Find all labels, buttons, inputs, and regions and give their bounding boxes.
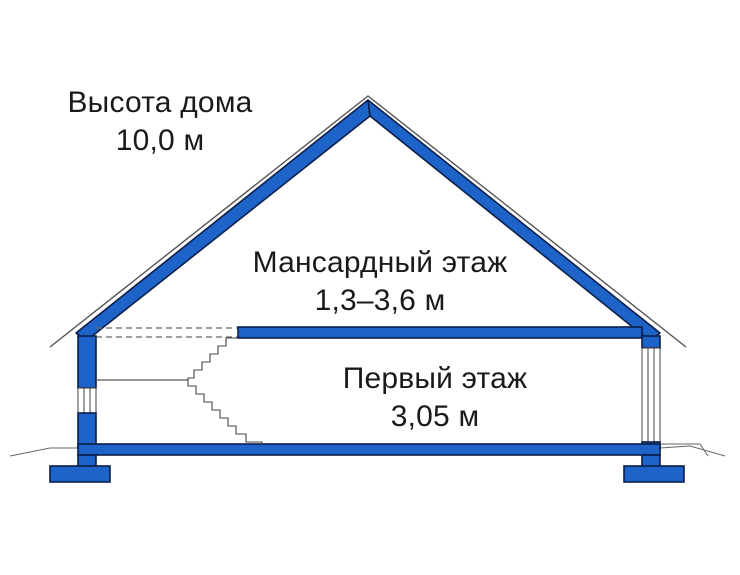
- right-wall-top: [641, 335, 661, 349]
- ground-floor-label: Первый этаж 3,05 м: [315, 360, 555, 436]
- roof-outer-line: [49, 95, 687, 348]
- ground-floor-title: Первый этаж: [342, 362, 528, 395]
- attic-floor-title: Мансардный этаж: [252, 246, 508, 279]
- attic-floor-value: 1,3–3,6 м: [314, 284, 446, 317]
- house-height-value: 10,0 м: [115, 124, 205, 157]
- left-foundation-footing: [49, 465, 111, 483]
- attic-floor-label: Мансардный этаж 1,3–3,6 м: [215, 244, 545, 320]
- ground-floor-slab: [77, 443, 661, 456]
- right-porch-step: [660, 443, 709, 457]
- right-window: [641, 347, 661, 443]
- staircase: [187, 337, 263, 444]
- ground-line: [9, 445, 726, 457]
- house-height-title: Высота дома: [67, 86, 253, 119]
- house-height-label: Высота дома 10,0 м: [40, 84, 280, 160]
- left-window: [77, 387, 97, 414]
- right-foundation-footing: [623, 465, 685, 483]
- left-wall-lower: [77, 412, 97, 449]
- left-wall-upper: [77, 335, 97, 389]
- attic-floor-slab: [237, 326, 643, 339]
- ground-floor-value: 3,05 м: [390, 400, 480, 433]
